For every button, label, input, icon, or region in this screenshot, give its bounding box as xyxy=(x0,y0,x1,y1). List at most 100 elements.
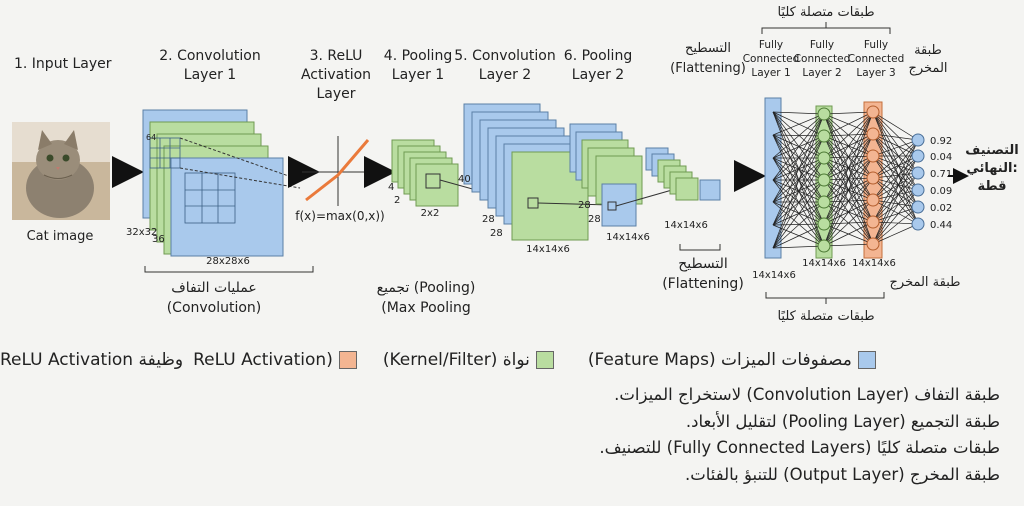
output-title-2: المخرج xyxy=(908,61,947,76)
legend-feature-maps-text: مصفوفات الميزات (Feature Maps) xyxy=(587,350,852,370)
fc-connection xyxy=(772,113,825,203)
fc-connection xyxy=(872,139,919,157)
fc-connection xyxy=(872,111,919,191)
fc3-node xyxy=(866,149,880,163)
fc-connection xyxy=(772,113,825,226)
fc-connection xyxy=(872,139,919,245)
fc-connection xyxy=(872,111,919,225)
legend-relu-func: وظيفة ReLU Activation xyxy=(0,350,184,370)
pool-label-ar: تجميع (Pooling) xyxy=(377,280,476,296)
fc2-node xyxy=(817,239,831,253)
fc2-label-2: Connected xyxy=(794,53,851,65)
conv-label-en: (Convolution) xyxy=(167,300,262,316)
fc2-dim: 14x14x6 xyxy=(802,258,846,269)
pool1-title-2: Layer 1 xyxy=(392,67,444,83)
flatten-dim: 14x14x6 xyxy=(664,220,708,231)
fc-connection xyxy=(872,199,919,225)
notes: طبقة التفاف (Convolution Layer) لاستخراج… xyxy=(300,382,1000,488)
fc-connection xyxy=(823,177,874,247)
fc3-label-2: Connected xyxy=(848,53,905,65)
legend-feature-maps: مصفوفات الميزات (Feature Maps) xyxy=(588,350,876,370)
fc-connection xyxy=(772,157,825,249)
conv-bracket xyxy=(144,266,314,273)
legend-relu: (ReLU Activation xyxy=(193,350,357,370)
flatten-title-en: (Flattening) xyxy=(670,61,746,76)
fc-layers xyxy=(764,97,925,259)
fc-connection xyxy=(823,221,874,247)
pool1-dim-2: 2 xyxy=(394,195,400,206)
fc-connection xyxy=(772,201,825,249)
legend-kernel: نواة (Kernel/Filter) xyxy=(383,350,554,370)
fc-connection xyxy=(872,221,919,225)
pool1-kernel: 2x2 xyxy=(421,208,440,219)
fc1-label-2: Connected xyxy=(743,53,800,65)
pool1-title-1: 4. Pooling xyxy=(384,48,452,64)
fc-connection xyxy=(823,243,874,247)
relu-formula: f(x)=max(0,x)) xyxy=(295,209,384,223)
fc2-node xyxy=(817,173,831,187)
fc-connection xyxy=(872,155,919,201)
fc2-node xyxy=(817,195,831,209)
pool2-title-1: 6. Pooling xyxy=(564,48,632,64)
fc-connection xyxy=(872,155,919,225)
fc2-node xyxy=(817,217,831,231)
fc-connection xyxy=(823,111,874,115)
relu-title-3: Layer xyxy=(316,86,355,102)
legend-kernel-text: نواة (Kernel/Filter) xyxy=(382,350,530,370)
fc-connection xyxy=(872,111,919,157)
fc-connection xyxy=(772,201,825,247)
fc-connection xyxy=(772,113,825,159)
output-title-1: طبقة xyxy=(914,43,942,58)
fc-connection xyxy=(872,133,919,157)
output-node xyxy=(911,217,925,231)
fc-bottom-bracket xyxy=(765,292,885,304)
output-node xyxy=(911,200,925,214)
fc-connection xyxy=(872,139,919,201)
fc-connection xyxy=(872,177,919,191)
output-node xyxy=(911,133,925,147)
fc-connection xyxy=(872,189,919,223)
flatten-title-ar: التسطيح xyxy=(685,41,731,56)
fc-connection xyxy=(872,223,919,245)
note-output: طبقة المخرج (Output Layer) للتنبؤ بالفئا… xyxy=(684,464,1000,484)
output-probability: 0.09 xyxy=(930,186,952,197)
fc-connection xyxy=(872,177,919,225)
pool2-dim-28a: 28 xyxy=(578,200,591,211)
output-probability: 0.04 xyxy=(930,152,952,163)
legend-green-swatch xyxy=(535,351,554,369)
flatten-label-ar: التسطيح xyxy=(678,256,728,272)
fc-connection xyxy=(872,189,919,245)
fc3-node xyxy=(866,171,880,185)
fc2-node xyxy=(817,107,831,121)
conv1-out-dim: 28x28x6 xyxy=(206,256,250,267)
fc-connection xyxy=(872,111,919,141)
fc3-dim: 14x14x6 xyxy=(852,258,896,269)
fc-connection xyxy=(823,111,874,181)
flatten-label-en: (Flattening) xyxy=(662,276,744,292)
output-probability: 0.44 xyxy=(930,220,952,231)
fc2-label-3: Layer 2 xyxy=(802,67,841,79)
fc-connection xyxy=(772,135,825,249)
legend-blue-swatch xyxy=(857,351,876,369)
output-probability: 0.71 xyxy=(930,169,952,180)
fc1-label-3: Layer 1 xyxy=(751,67,790,79)
output-node xyxy=(911,183,925,197)
fc-connection xyxy=(872,139,919,179)
fc-connection xyxy=(872,111,919,174)
conv2-dim-28b: 28 xyxy=(490,228,503,239)
conv1-title-1: 2. Convolution xyxy=(159,48,260,64)
pool2-dim-28b: 28 xyxy=(588,214,601,225)
fc-connection xyxy=(772,113,825,136)
fc-connection xyxy=(872,199,919,208)
fc-top-bracket xyxy=(761,22,891,34)
note-conv: طبقة التفاف (Convolution Layer) لاستخراج… xyxy=(614,385,1000,404)
input-layer-title: 1. Input Layer xyxy=(14,56,112,72)
relu-title-1: 3. ReLU xyxy=(310,48,363,64)
fc-connection xyxy=(823,133,874,247)
fc-connection xyxy=(772,111,825,115)
fc-connection xyxy=(872,189,919,201)
fc-connection xyxy=(872,172,919,245)
pool2-title-2: Layer 2 xyxy=(572,67,624,83)
